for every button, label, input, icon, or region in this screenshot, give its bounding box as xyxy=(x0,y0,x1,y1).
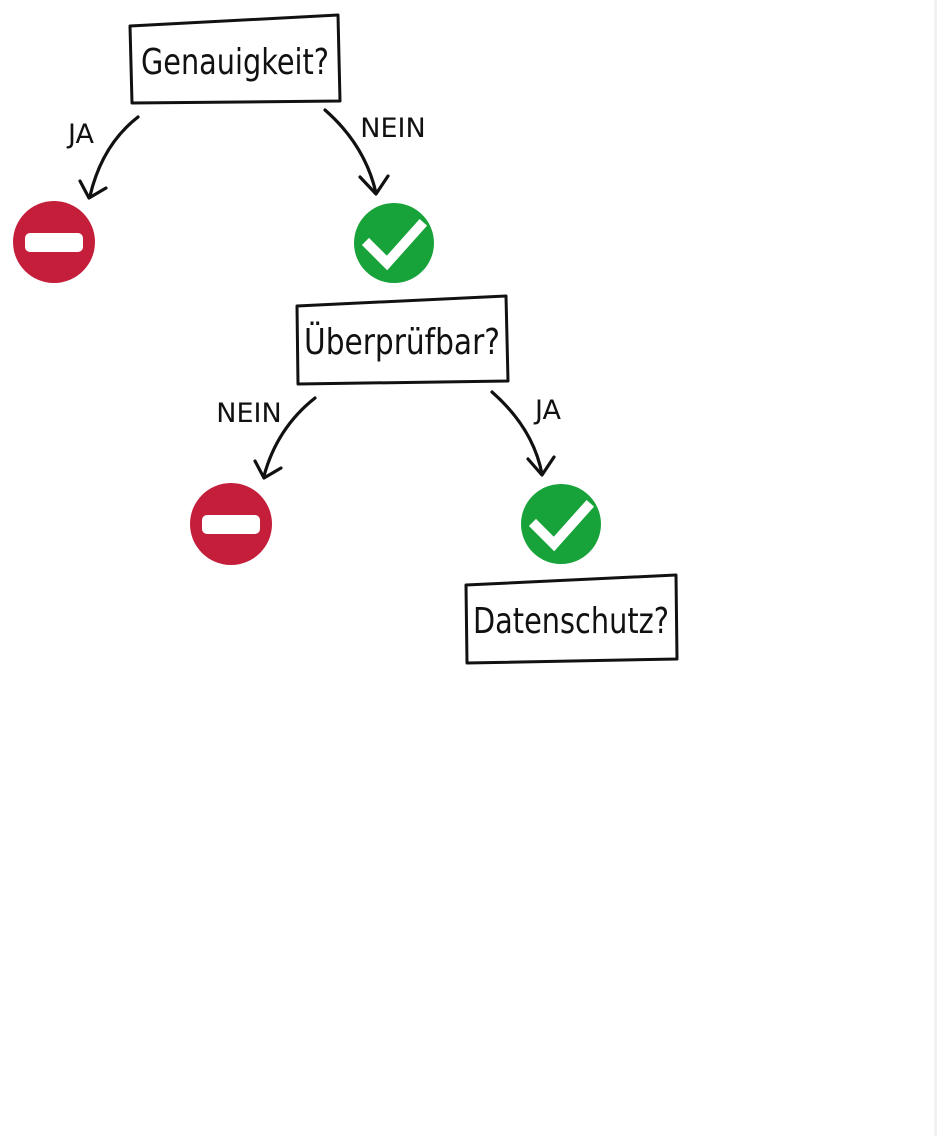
no-entry-icon xyxy=(13,201,95,283)
arrowhead-genauigkeit-nein xyxy=(358,174,390,196)
page-edge xyxy=(934,0,937,1136)
edge-label-ueberpruefbar-ja: JA xyxy=(533,395,561,426)
node-datenschutz: Datenschutz? xyxy=(464,573,679,665)
node-genauigkeit: Genauigkeit? xyxy=(128,13,342,105)
node-ueberpruefbar: Überprüfbar? xyxy=(295,294,510,386)
arrowhead-ueberpruefbar-ja xyxy=(526,455,556,477)
checkmark-icon xyxy=(354,203,434,283)
edge-ueberpruefbar-nein: NEIN xyxy=(216,396,317,480)
edge-label-genauigkeit-nein: NEIN xyxy=(360,113,425,144)
edge-genauigkeit-ja: JA xyxy=(66,115,140,200)
node-datenschutz-label: Datenschutz? xyxy=(473,601,669,642)
arrowhead-ueberpruefbar-nein xyxy=(253,459,283,480)
node-genauigkeit-box xyxy=(128,13,342,105)
edge-genauigkeit-nein: NEIN xyxy=(323,108,426,196)
arrowhead-genauigkeit-ja xyxy=(78,179,108,200)
checkmark-icon xyxy=(521,484,601,564)
edge-label-genauigkeit-ja: JA xyxy=(66,119,94,150)
arrow-ueberpruefbar-ja xyxy=(490,390,544,476)
edge-ueberpruefbar-ja: JA xyxy=(490,390,562,477)
arrow-genauigkeit-ja xyxy=(88,115,140,198)
arrow-ueberpruefbar-nein xyxy=(262,396,317,478)
arrow-genauigkeit-nein xyxy=(323,108,378,195)
no-entry-icon xyxy=(190,483,272,565)
node-genauigkeit-label: Genauigkeit? xyxy=(141,42,329,83)
node-datenschutz-box xyxy=(464,573,679,665)
node-ueberpruefbar-box xyxy=(295,294,510,386)
edge-label-ueberpruefbar-nein: NEIN xyxy=(216,398,281,429)
node-ueberpruefbar-label: Überprüfbar? xyxy=(304,321,500,363)
